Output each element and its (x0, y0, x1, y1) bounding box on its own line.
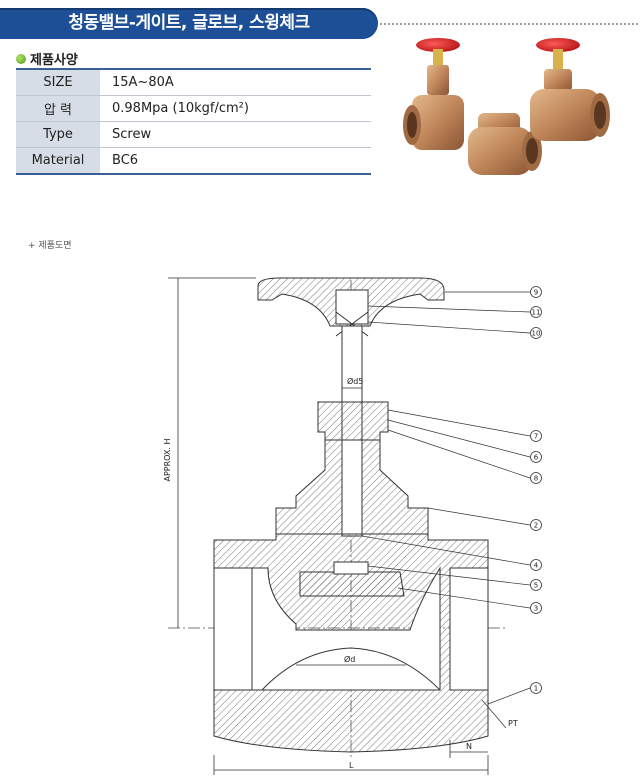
dim-n: N (466, 742, 472, 751)
spec-row-size: SIZE 15A~80A (16, 68, 371, 96)
callout-7: 7 (534, 433, 538, 441)
dim-port-dia: Ød (344, 654, 355, 664)
spec-key: 압 력 (16, 95, 100, 122)
spec-key: SIZE (16, 68, 100, 96)
callout-6: 6 (534, 454, 539, 462)
gate-valve-image (403, 38, 464, 150)
spec-value: 0.98Mpa (10kgf/cm²) (100, 95, 371, 122)
globe-valve-image (530, 38, 610, 141)
spec-heading: 제품사양 (16, 49, 78, 68)
spec-key: Material (16, 147, 100, 175)
bullet-icon (16, 53, 26, 64)
callout-1: 1 (534, 685, 538, 693)
callout-5: 5 (534, 582, 538, 590)
page-title: 청동밸브-게이트, 글로브, 스윙체크 (68, 13, 310, 33)
dim-stem-dia: Ød5 (347, 376, 363, 386)
spec-value: BC6 (100, 147, 371, 175)
spec-row-pressure: 압 력 0.98Mpa (10kgf/cm²) (16, 95, 371, 122)
spec-row-type: Type Screw (16, 121, 371, 148)
spec-key: Type (16, 121, 100, 148)
callout-4: 4 (534, 562, 539, 570)
callout-9: 9 (534, 289, 538, 297)
valve-cross-section-drawing: APPROX. H Ød5 Ød L N PT 9 11 10 (163, 277, 542, 775)
dim-height: APPROX. H (163, 438, 172, 481)
spec-value: 15A~80A (100, 68, 371, 96)
dim-length: L (349, 761, 354, 770)
spec-heading-label: 제품사양 (30, 53, 78, 68)
spec-value: Screw (100, 121, 371, 148)
spec-table: SIZE 15A~80A 압 력 0.98Mpa (10kgf/cm²) Typ… (16, 68, 371, 175)
drawing-label: + 제품도면 (28, 241, 72, 251)
product-photo (403, 38, 610, 175)
swing-check-valve-image (468, 113, 542, 175)
callout-2: 2 (534, 522, 538, 530)
callout-10: 10 (532, 330, 541, 338)
spec-row-material: Material BC6 (16, 147, 371, 175)
header-bar (0, 8, 378, 39)
dim-pt: PT (508, 719, 518, 728)
header-divider (380, 23, 638, 25)
callout-3: 3 (534, 605, 538, 613)
callout-11: 11 (532, 309, 541, 317)
callout-8: 8 (534, 475, 538, 483)
